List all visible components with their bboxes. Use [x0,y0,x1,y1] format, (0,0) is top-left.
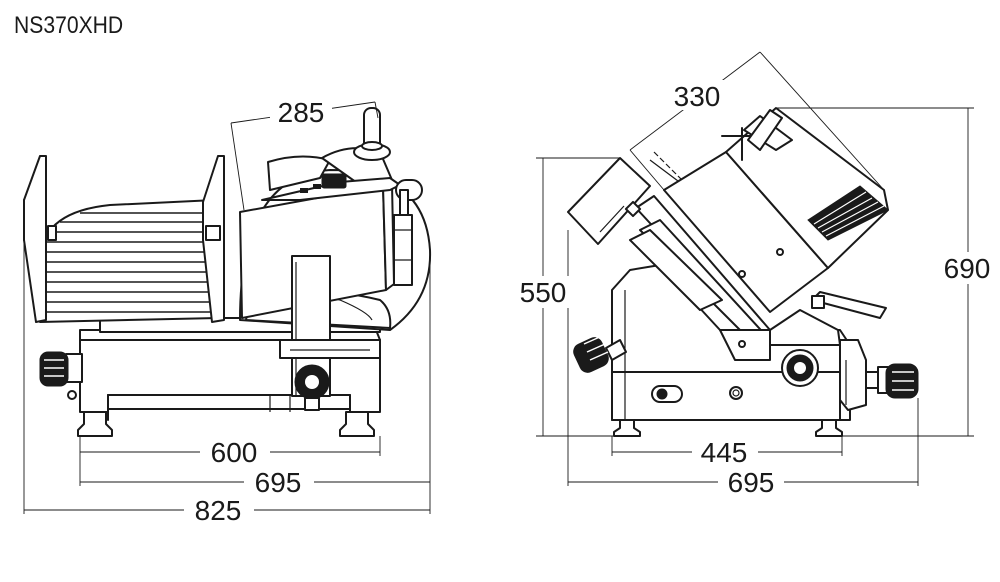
dim-label-330: 330 [674,81,721,112]
dim-label-550: 550 [520,277,567,308]
dim-label-825: 825 [195,495,242,526]
dim-label-690: 690 [944,253,991,284]
dim-label-445: 445 [701,437,748,468]
dim-label-600: 600 [211,437,258,468]
model-title: NS370XHD [14,12,124,39]
dim-label-695-front: 695 [255,467,302,498]
dim-label-285: 285 [278,97,325,128]
front-view-drawing [23,107,432,437]
dim-label-695-side: 695 [728,467,775,498]
side-view-drawing [567,107,919,437]
